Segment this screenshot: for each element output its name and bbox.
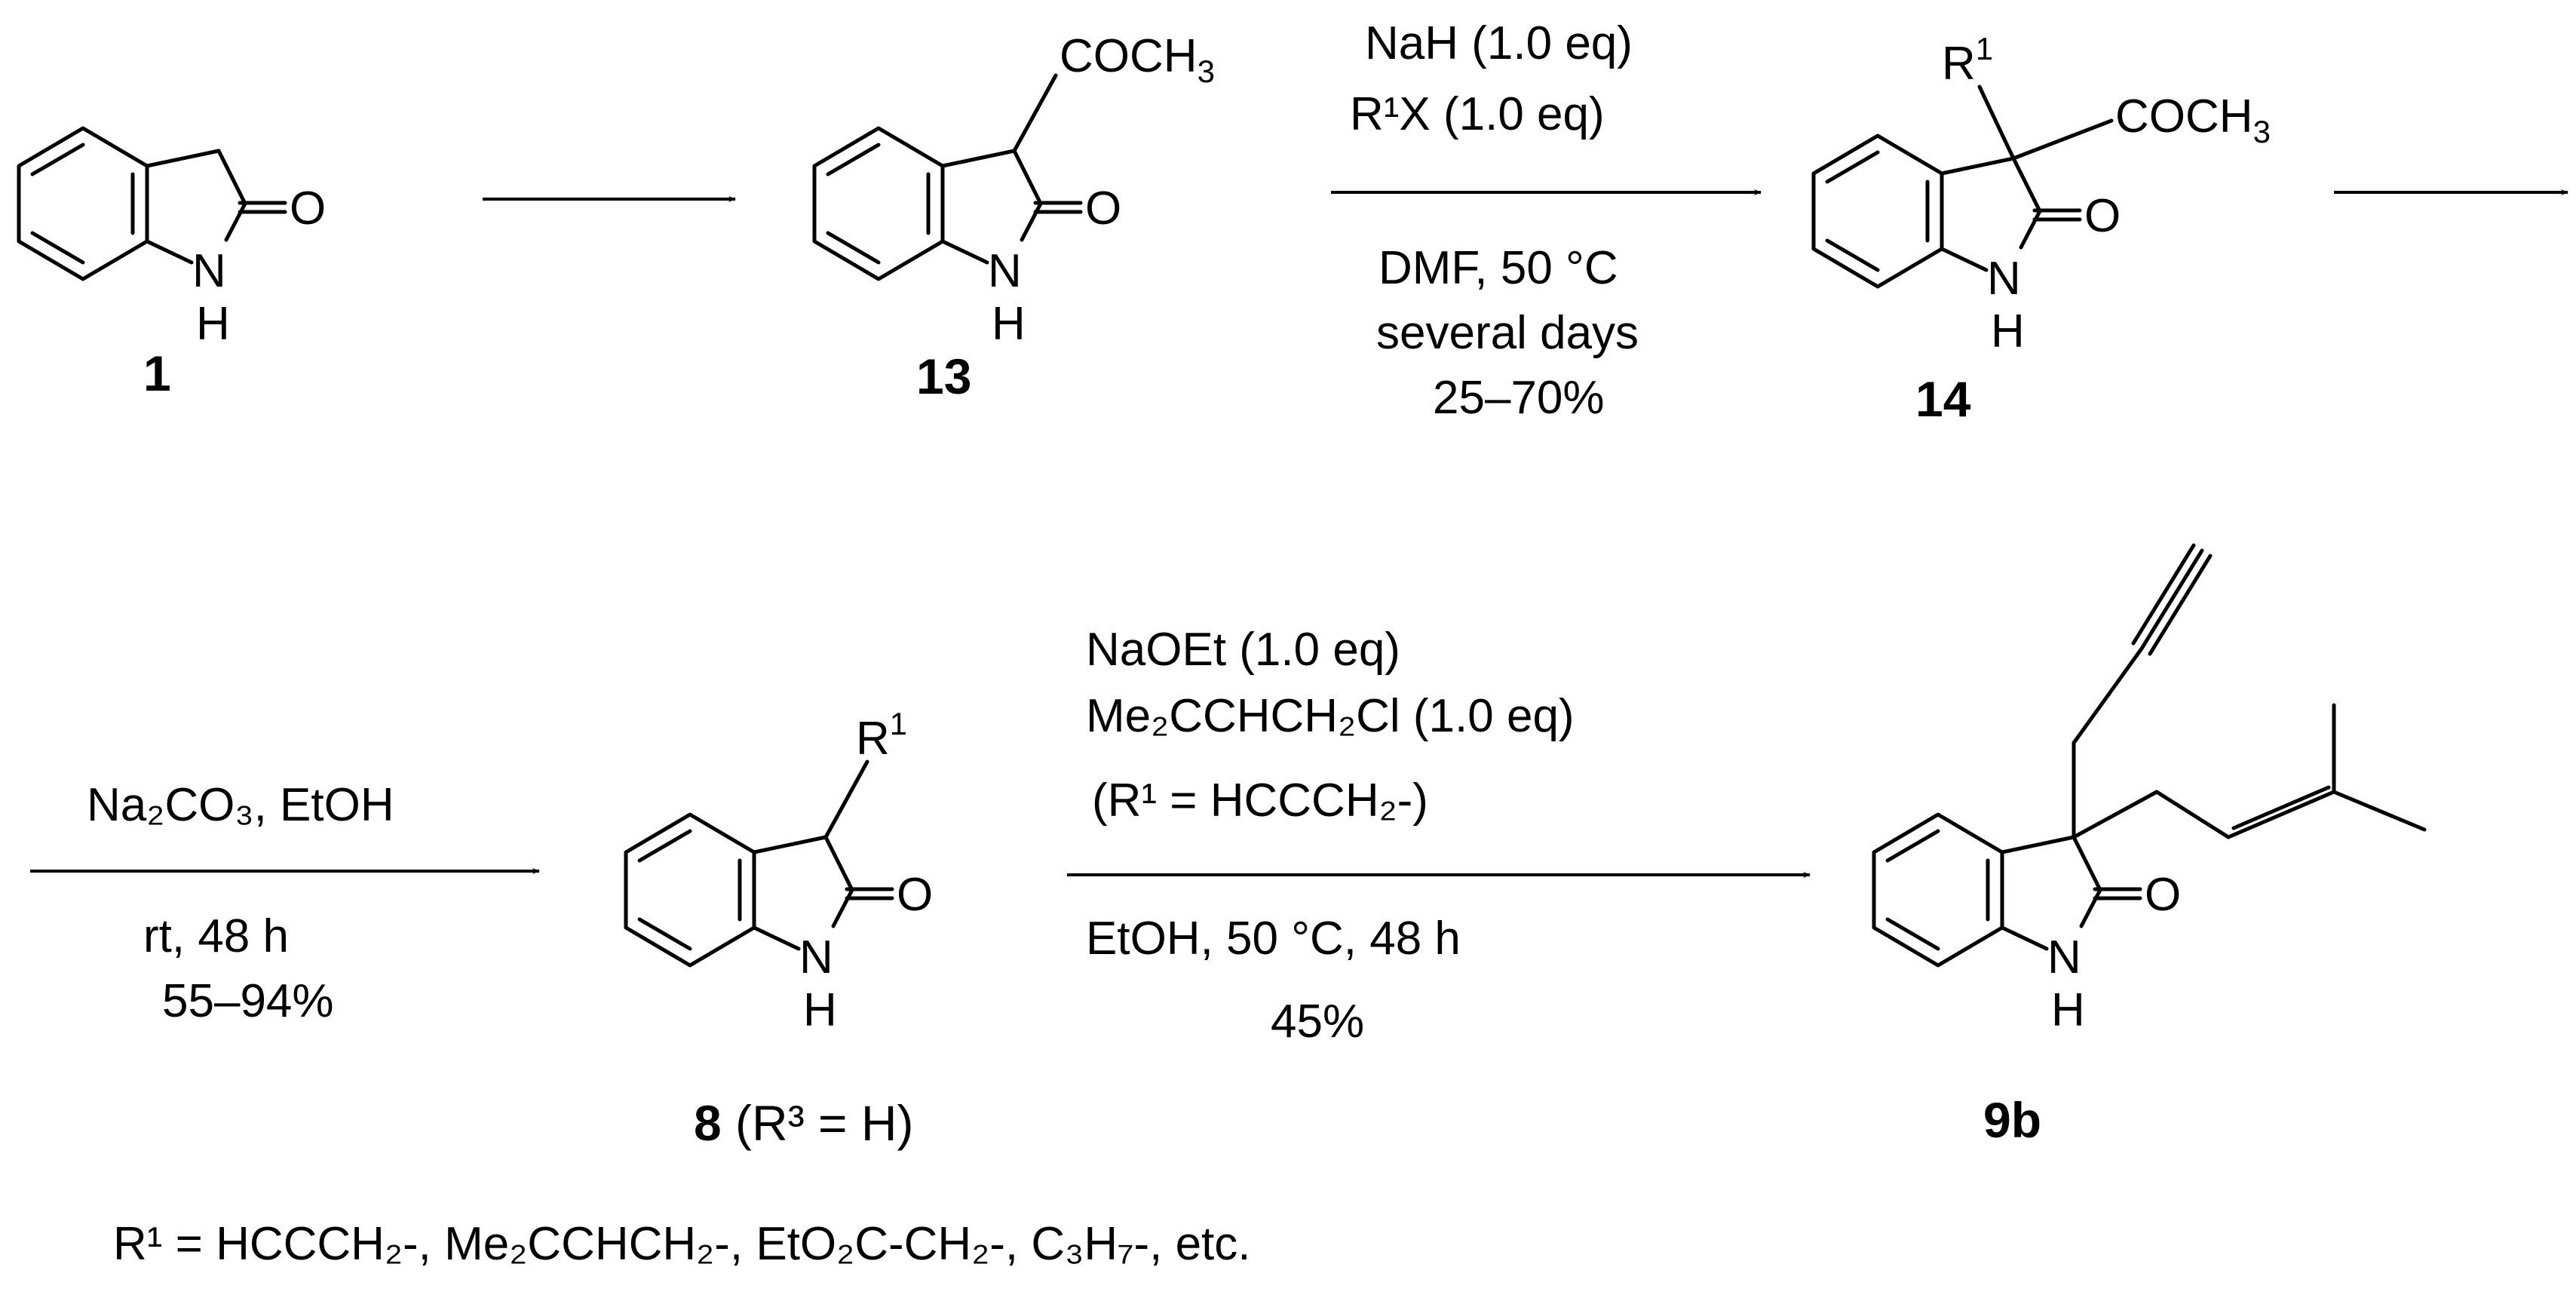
step4-yield: 45%	[1271, 996, 1364, 1048]
nitrogen-atom: N	[2047, 931, 2081, 983]
hydrogen-atom: H	[196, 298, 230, 350]
benzene-ring	[1872, 812, 2004, 968]
r1-substituent: R1	[1942, 31, 1993, 90]
hydrogen-atom: H	[803, 984, 837, 1036]
hydrogen-atom: H	[992, 298, 1026, 350]
step2-reagent-1: NaH (1.0 eq)	[1365, 17, 1633, 69]
step3-reagent: Na₂CO₃, EtOH	[87, 779, 394, 831]
step2-condition-1: DMF, 50 °C	[1378, 242, 1618, 294]
nitrogen-atom: N	[1987, 253, 2021, 305]
nitrogen-atom: N	[988, 245, 1022, 297]
compound-1-label: 1	[143, 345, 171, 401]
oxygen-atom: O	[290, 183, 326, 235]
compound-14-structure: R1 COCH3 O N H	[1811, 31, 2271, 357]
lactam-ring	[145, 149, 287, 265]
step3-condition: rt, 48 h	[143, 910, 289, 962]
step3-yield: 55–94%	[162, 975, 334, 1027]
compound-13-structure: COCH3 O N H	[812, 30, 1215, 350]
lactam-ring	[752, 759, 894, 951]
lactam-ring	[940, 73, 1083, 265]
compound-13-label: 13	[916, 348, 971, 404]
benzene-ring	[812, 126, 945, 281]
nitrogen-atom: N	[192, 245, 226, 297]
oxygen-atom: O	[2084, 190, 2121, 242]
lactam-ring	[1940, 84, 2114, 272]
hydrogen-atom: H	[1991, 305, 2025, 357]
r1-footnote: R¹ = HCCCH₂-, Me₂CCHCH₂-, EtO₂C-CH₂-, C₃…	[113, 1218, 1251, 1270]
lactam-ring	[2000, 835, 2142, 951]
step4-reagent-1: NaOEt (1.0 eq)	[1086, 624, 1400, 676]
benzene-ring	[17, 126, 149, 281]
step2-condition-2: several days	[1376, 307, 1639, 359]
oxygen-atom: O	[897, 869, 933, 921]
compound-14-label: 14	[1915, 371, 1971, 427]
step4-reagent-2: Me₂CCHCH₂Cl (1.0 eq)	[1086, 690, 1575, 742]
step4-reagent-3: (R¹ = HCCCH₂-)	[1092, 775, 1428, 827]
compound-8-label: 8 (R³ = H)	[694, 1095, 914, 1151]
r1-substituent: R1	[856, 706, 907, 765]
step2-reagent-2: R¹X (1.0 eq)	[1350, 88, 1605, 140]
benzene-ring	[1811, 133, 1944, 289]
hydrogen-atom: H	[2051, 984, 2085, 1036]
compound-1-structure: O N H	[17, 126, 326, 350]
nitrogen-atom: N	[799, 931, 833, 983]
oxygen-atom: O	[2145, 869, 2181, 921]
benzene-ring	[624, 812, 756, 968]
compound-9b-label: 9b	[1983, 1092, 2041, 1148]
acetyl-group: COCH3	[1060, 30, 1215, 89]
acetyl-group: COCH3	[2115, 91, 2271, 149]
compound-8-structure: R1 O N H	[624, 706, 933, 1036]
propargyl-chain	[2072, 543, 2213, 839]
step4-condition: EtOH, 50 °C, 48 h	[1086, 913, 1461, 965]
step2-yield: 25–70%	[1433, 372, 1605, 424]
oxygen-atom: O	[1085, 183, 1121, 235]
compound-9b-structure: O N H	[1872, 543, 2427, 1036]
prenyl-chain	[2072, 703, 2427, 839]
